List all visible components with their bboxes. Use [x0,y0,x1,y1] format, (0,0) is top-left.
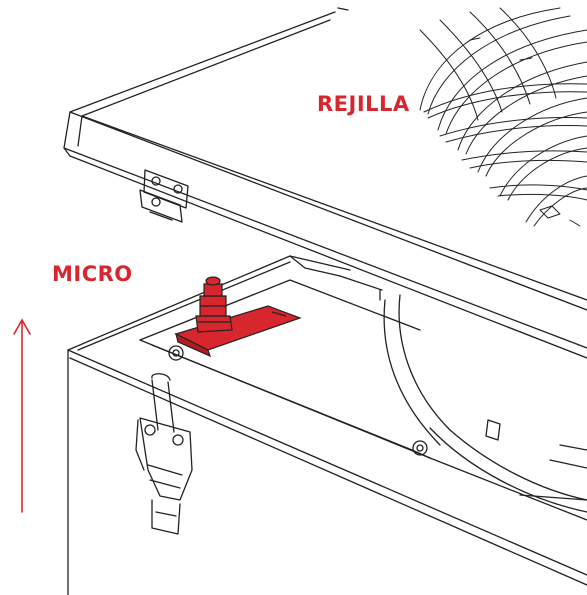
lid-panel [63,7,587,359]
up-arrow-icon [13,318,31,513]
grille-label: REJILLA [317,92,410,116]
fan-housing [379,289,587,513]
toggle-latch-icon [135,373,193,535]
fan-grille-icon [419,7,587,227]
micro-switch-label: MICRO [52,262,133,286]
micro-switch-icon [174,276,302,358]
cabinet-body [67,255,587,595]
lid-hinge [139,169,189,223]
